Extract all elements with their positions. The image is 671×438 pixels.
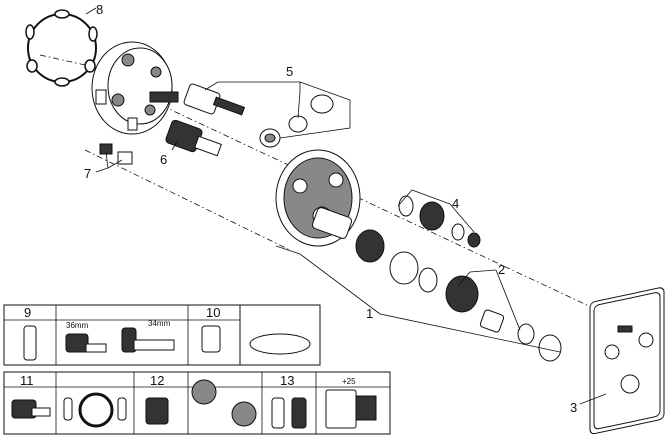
size-label-34mm: 34mm [148,319,171,328]
legend-part-13: 13 [280,373,294,388]
legend-part-9: 9 [24,305,31,320]
offset-label: +25 [342,377,356,386]
thermostatic-cartridge-part [165,119,222,157]
callout-5: 5 [286,64,293,79]
callout-7: 7 [84,166,91,181]
screws-part [99,143,133,165]
leader-lines [85,7,607,405]
legend-part-12: 12 [150,373,164,388]
cartridge-group-5 [183,83,334,148]
seal-ring-part [25,9,98,87]
legend-part-10: 10 [206,305,220,320]
callout-6: 6 [160,152,167,167]
callout-4: 4 [452,196,459,211]
callout-1: 1 [366,306,373,321]
callout-labels: 8 5 6 7 4 2 1 3 [84,2,577,415]
legend-top-row: 9 10 36mm 34mm [3,304,321,366]
trim-plate-part [589,287,665,435]
fittings-group-4 [398,195,481,248]
size-label-36mm: 36mm [66,321,89,330]
legend-bottom-row: 11 12 13 +25 [3,371,391,435]
legend-part-11: 11 [20,373,34,388]
callout-2: 2 [498,262,505,277]
valve-body-part [91,41,179,135]
mounting-plate-part [275,149,361,247]
callout-8: 8 [96,2,103,17]
handle-group-2 [355,229,562,362]
callout-3: 3 [570,400,577,415]
